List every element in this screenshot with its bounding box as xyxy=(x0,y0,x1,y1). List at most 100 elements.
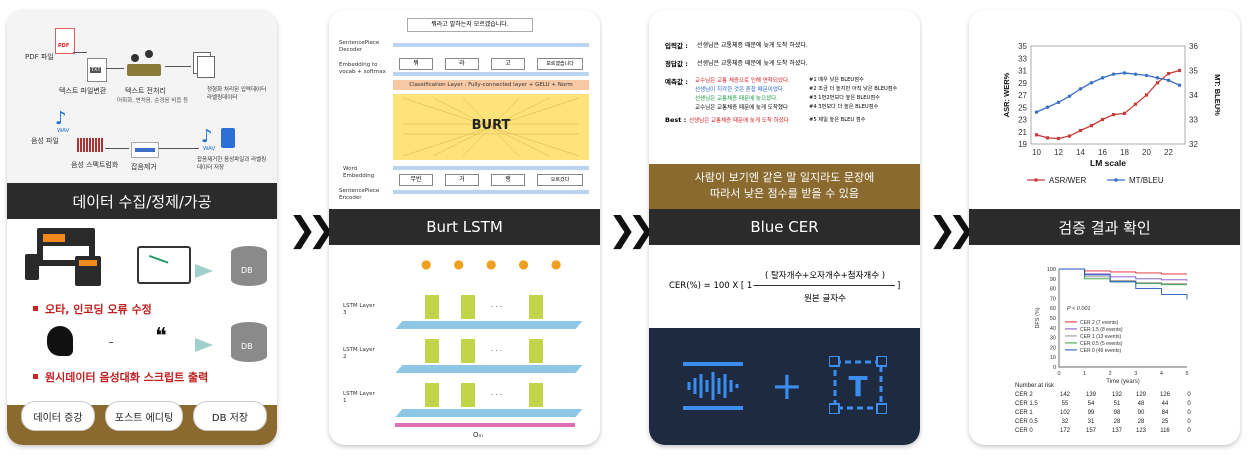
word-embedding-label: Word Embedding xyxy=(343,166,375,179)
lstm-plane-2 xyxy=(395,365,583,373)
y-tick-label: 50 xyxy=(1050,316,1056,322)
caption-line-1: 사람이 보기엔 같은 말 일지라도 문장에 xyxy=(694,171,875,184)
risk-cell: 0 xyxy=(1187,401,1191,407)
risk-cell: 98 xyxy=(1114,410,1121,416)
flow-arrow-2: ❯❯ xyxy=(608,210,656,250)
x-axis-title: Time (years) xyxy=(1106,379,1139,385)
x-tick-label: 4 xyxy=(1160,371,1163,377)
arrow-to-db-2 xyxy=(195,338,213,352)
data-point-bleu xyxy=(1078,87,1083,91)
risk-cell: 99 xyxy=(1088,410,1095,416)
input-text: 선생님은 교통체증 때문에 늦게 도착 하셨다. xyxy=(697,42,808,49)
risk-cell: 116 xyxy=(1160,428,1170,434)
caption-box: 사람이 보기엔 같은 말 일지라도 문장에 따라서 낮은 점수를 받을 수 있음 xyxy=(649,164,920,209)
x-tick-label: 22 xyxy=(1164,148,1173,157)
panel3-title: Blue CER xyxy=(649,209,920,245)
encoder-band xyxy=(393,190,589,194)
noise-removal-label: 잡음제거 xyxy=(131,163,157,171)
km-curve xyxy=(1059,268,1188,300)
embedding-band xyxy=(393,72,589,76)
panel4-title: 검증 결과 확인 xyxy=(969,209,1240,245)
formula-fraction-line xyxy=(755,285,895,286)
preprocess-arrow-line xyxy=(165,66,191,67)
bullet-square-1 xyxy=(33,306,38,311)
y-tick-label: 40 xyxy=(1050,326,1056,332)
y-tick-label: 30 xyxy=(1050,336,1056,342)
risk-cell: 139 xyxy=(1086,392,1097,398)
txt-arrow-line xyxy=(106,68,124,69)
risk-cell: 48 xyxy=(1138,401,1145,407)
legend-marker-bleu xyxy=(1114,178,1118,182)
arrow-dash xyxy=(109,342,113,343)
km-curve xyxy=(1059,268,1187,275)
text-preprocess-sub: 어휘화, 변처음, 순경음 비읍 등 xyxy=(117,98,189,104)
x-tick-label: 5 xyxy=(1185,371,1188,377)
text-preprocess-label: 텍스트 전처리 xyxy=(125,87,166,95)
y-axis-title: ASR: WER% xyxy=(1002,72,1011,117)
prediction-2-note: #2 조금 더 높지만 아직 낮은 BLEU점수 xyxy=(809,86,898,92)
token-bottom-2: 거 xyxy=(445,174,479,186)
y-tick-label: 80 xyxy=(1050,287,1056,293)
prediction-label: 예측값 : xyxy=(665,78,688,86)
data-point-wer xyxy=(1045,136,1050,140)
speaking-head-icon xyxy=(47,326,73,356)
risk-cell: 28 xyxy=(1138,419,1145,425)
legend-label: CER 0 (49 events) xyxy=(1080,348,1121,354)
x-tick-label: 3 xyxy=(1134,371,1137,377)
data-point-wer xyxy=(1067,134,1072,138)
x-tick-label: 12 xyxy=(1054,148,1063,157)
token-top-1: 뭐 xyxy=(399,58,433,70)
decoder-band xyxy=(393,43,589,47)
y-tick-label: 19 xyxy=(1018,140,1027,149)
laptop-cursor-icon xyxy=(137,246,191,284)
text-box-icon: T xyxy=(829,356,887,414)
pdf-badge: PDF xyxy=(58,43,70,49)
pill-db-save[interactable]: DB 저장 xyxy=(193,401,267,431)
data-point-bleu xyxy=(1166,78,1171,83)
pill-data-augmentation[interactable]: 데이터 증강 xyxy=(21,401,95,431)
data-point-wer xyxy=(1111,113,1116,117)
x-tick-label: 0 xyxy=(1057,371,1060,377)
risk-row-label: CER 2 xyxy=(1015,392,1033,398)
x-tick-label: 2 xyxy=(1109,371,1112,377)
best-note: #5 제일 높은 BLEU 점수 xyxy=(809,117,866,123)
x-tick-label: 20 xyxy=(1142,148,1151,157)
burt-block: BURT xyxy=(393,94,589,160)
data-point-wer xyxy=(1078,128,1083,133)
prediction-3-text: 선생님은 교통체증 때문에 늦으셨다. xyxy=(695,96,778,102)
y2-tick-label: 35 xyxy=(1189,67,1198,76)
legend-label: CER 2 (7 events) xyxy=(1080,320,1119,326)
risk-cell: 90 xyxy=(1138,410,1145,416)
pill-post-editing[interactable]: 포스트 에디팅 xyxy=(105,401,183,431)
data-point-bleu xyxy=(1144,73,1149,78)
noise-removed-save-label: 잡음제거한 음성파일과 라벨링데이터 저장 xyxy=(197,157,267,171)
token-bottom-4: 오르겄다 xyxy=(537,174,583,186)
risk-cell: 132 xyxy=(1112,392,1123,398)
y-axis-title: DFS (%) xyxy=(1035,307,1041,328)
risk-cell: 126 xyxy=(1160,392,1171,398)
risk-cell: 0 xyxy=(1187,410,1191,416)
lstm-layer-3-label: LSTM Layer 3 xyxy=(343,303,375,316)
lstm-layer-1-label: LSTM Layer 1 xyxy=(343,391,375,404)
db-label-1: DB xyxy=(241,266,253,275)
prediction-1-text: 교수님은 교통 체증으로 인해 연착되었다. xyxy=(695,78,790,84)
risk-table-title: Number at risk xyxy=(1015,383,1055,389)
legend-label: CER 1 (13 events) xyxy=(1080,334,1121,340)
pdf-file-icon: PDF xyxy=(55,28,75,54)
data-point-wer xyxy=(1166,71,1171,76)
data-point-bleu xyxy=(1155,76,1160,80)
lstm-layer-2-label: LSTM Layer 2 xyxy=(343,347,375,360)
panel2-title: Burt LSTM xyxy=(329,209,600,245)
embedding-softmax-label: Embedding to vocab + softmax xyxy=(339,62,386,75)
risk-cell: 157 xyxy=(1086,428,1097,434)
formula-left: CER(%) = 100 X [ 1− xyxy=(669,281,760,291)
prediction-4-note: #4 3번보다 더 높은 BLEU점수 xyxy=(809,104,879,110)
risk-cell: 84 xyxy=(1162,410,1169,416)
risk-cell: 123 xyxy=(1136,428,1147,434)
answer-text: 선생님은 교통체증 때문에 늦게 도착 하셨다. xyxy=(697,60,808,67)
lstm-cell xyxy=(461,295,475,319)
risk-cell: 51 xyxy=(1114,401,1121,407)
output-label: Oₘ xyxy=(473,431,483,439)
